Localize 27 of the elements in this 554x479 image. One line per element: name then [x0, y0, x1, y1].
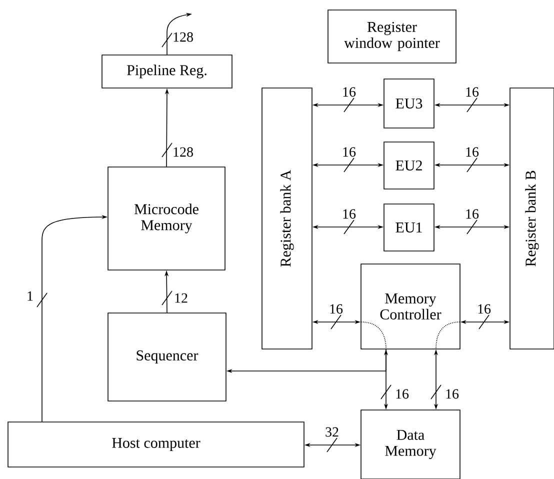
block-box: Host computer: [8, 422, 304, 468]
bus-width-label: 1: [28, 291, 33, 301]
bus-width-label: 16: [343, 87, 356, 97]
bus-width-label: 16: [330, 304, 343, 314]
block-box: Microcode Memory: [108, 166, 226, 270]
bus-width-label: 16: [343, 209, 356, 219]
block-box: EU2: [384, 142, 434, 190]
bus-width-label: 128: [174, 32, 193, 42]
bus-width-label: 128: [174, 147, 193, 157]
bus-width-label: 12: [175, 293, 188, 303]
block-box: Sequencer: [108, 312, 226, 402]
block-box: Pipeline Reg.: [102, 54, 232, 88]
bus-width-label: 16: [478, 304, 491, 314]
bus-width-label: 32: [326, 427, 338, 437]
bus-width-label: 16: [466, 147, 479, 157]
block-box: EU3: [384, 78, 434, 128]
block-box: Register bank A: [262, 88, 312, 350]
block-box: Memory Controller: [360, 264, 460, 350]
bus-width-label: 16: [466, 87, 479, 97]
block-box: Data Memory: [360, 410, 460, 479]
block-box: EU1: [384, 204, 434, 252]
bus-width-label: 16: [446, 389, 459, 399]
bus-width-label: 16: [466, 209, 479, 219]
block-box: Register bank B: [510, 88, 554, 350]
block-box: Register window pointer: [328, 10, 456, 64]
bus-width-label: 16: [396, 389, 409, 399]
bus-width-label: 16: [343, 147, 356, 157]
